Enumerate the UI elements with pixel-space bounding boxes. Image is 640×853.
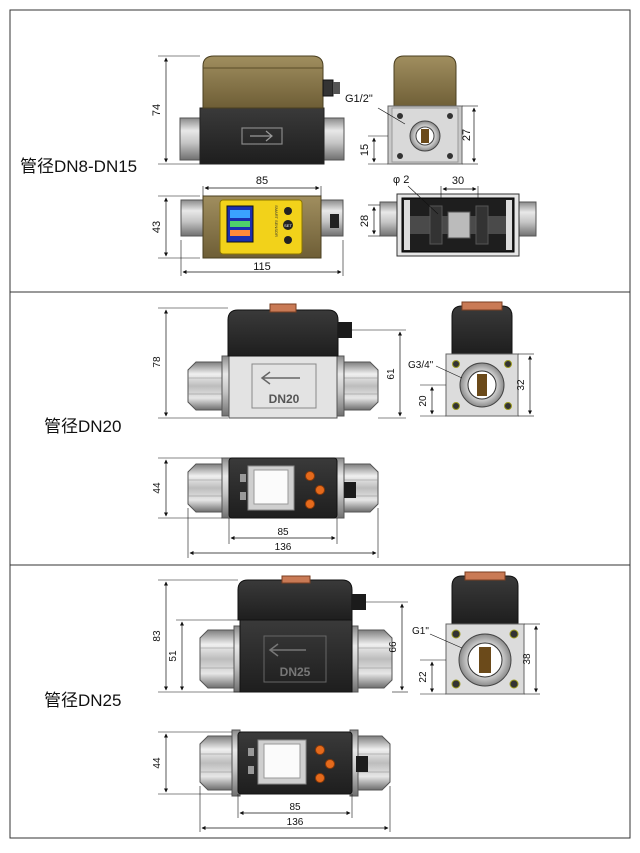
dim-height-body-dn25: 66: [388, 641, 399, 653]
sensor-end-view-dn20: [445, 301, 519, 417]
section-label-dn25: 管径DN25: [44, 691, 121, 710]
dim-port-height-dn20: 32: [516, 379, 527, 391]
dim-body-length-dn15: 85: [256, 175, 268, 187]
sensor-front-view-dn25: [199, 729, 391, 797]
dim-body-length-dn20: 85: [277, 527, 289, 538]
dim-hole-dia-dn15: φ 2: [393, 174, 409, 186]
section-label-dn20: 管径DN20: [44, 417, 121, 436]
dim-height-top: 74: [151, 104, 163, 116]
dim-height-total-dn25: 83: [152, 630, 163, 642]
sensor-side-view-dn20: DN20: [187, 303, 379, 419]
marking-dn25: DN25: [280, 665, 311, 679]
sensor-end-view-dn15: [387, 55, 463, 165]
sensor-side-view-dn25: DN25: [199, 575, 393, 693]
sensor-front-view-dn15: SMART SENSOR SET: [180, 195, 344, 259]
dim-port-height-dn15: 27: [461, 129, 473, 141]
dim-total-length-dn15: 115: [253, 261, 271, 273]
dim-center-height-dn20: 20: [418, 395, 429, 407]
dim-section-height-dn15: 28: [359, 215, 371, 227]
outer-frame: [9, 9, 631, 839]
dim-thread-dn25: G1": [412, 626, 429, 637]
display-brand: SMART SENSOR: [274, 205, 279, 237]
dim-height-front-dn20: 44: [152, 482, 163, 494]
dim-height-body-dn20: 61: [386, 368, 397, 380]
sensor-cross-section-dn15: [379, 193, 537, 257]
dim-center-height-dn25: 22: [418, 671, 429, 683]
sensor-end-view-dn25: [445, 571, 525, 695]
dim-center-height-dn15: 15: [359, 144, 371, 156]
dim-height-fitting-dn25: 51: [168, 650, 179, 662]
sensor-side-view-dn15: [179, 55, 345, 165]
dim-total-length-dn20: 136: [275, 542, 292, 553]
dim-height-front-dn15: 43: [151, 221, 163, 233]
dim-port-height-dn25: 38: [522, 653, 533, 665]
sensor-front-view-dn20: [187, 457, 379, 519]
dim-body-length-dn25: 85: [289, 802, 301, 813]
dim-thread-dn15: G1/2": [345, 93, 373, 105]
marking-dn20: DN20: [269, 392, 300, 406]
dim-channel-len-dn15: 30: [452, 175, 464, 187]
display-set-button: SET: [284, 223, 292, 228]
dim-thread-dn20: G3/4": [408, 360, 434, 371]
dim-height-total-dn20: 78: [152, 356, 163, 368]
dim-height-front-dn25: 44: [152, 757, 163, 769]
section-label-dn8-dn15: 管径DN8-DN15: [20, 157, 137, 176]
dim-total-length-dn25: 136: [287, 817, 304, 828]
